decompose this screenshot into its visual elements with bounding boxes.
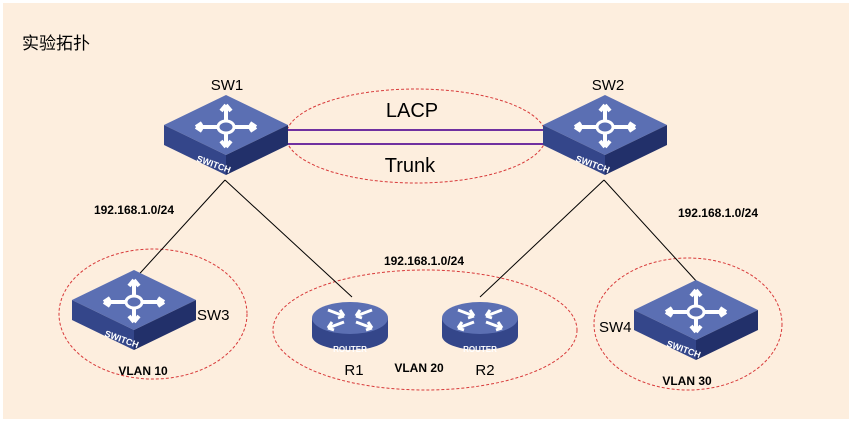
link-sw2-r2 <box>479 179 605 298</box>
sw2-label: SW2 <box>592 77 625 94</box>
vlan30-label: VLAN 30 <box>662 374 712 388</box>
lacp-label: LACP <box>386 100 438 122</box>
vlan20-ellipse <box>272 269 578 391</box>
sw1-label: SW1 <box>211 77 244 94</box>
trunk-label: Trunk <box>385 155 436 177</box>
sw3-label: SW3 <box>197 307 230 324</box>
vlan10-ellipse <box>58 248 248 380</box>
router-icon-r2: ROUTER <box>440 300 520 354</box>
r2-label: R2 <box>475 362 494 379</box>
r1-label: R1 <box>344 362 363 379</box>
link-sw1-r1 <box>224 179 353 298</box>
link-sw2-sw4 <box>603 179 699 284</box>
router-badge-r2: ROUTER <box>463 345 497 354</box>
link-sw1-sw3 <box>131 179 226 283</box>
page-title: 实验拓扑 <box>22 34 90 54</box>
subnet-left-label: 192.168.1.0/24 <box>94 203 174 217</box>
vlan10-label: VLAN 10 <box>118 364 168 378</box>
vlan30-ellipse <box>593 257 783 391</box>
router-badge-r1: ROUTER <box>333 345 367 354</box>
subnet-right-label: 192.168.1.0/24 <box>678 206 758 220</box>
sw4-label: SW4 <box>599 319 632 336</box>
router-icon-r1: ROUTER <box>310 300 390 354</box>
subnet-middle-label: 192.168.1.0/24 <box>384 254 464 268</box>
vlan20-label: VLAN 20 <box>394 361 444 375</box>
